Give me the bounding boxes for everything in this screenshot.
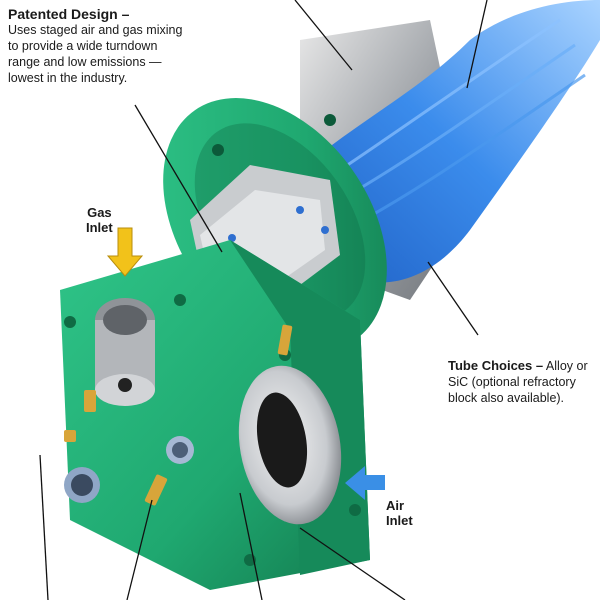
- patented-design-callout: Patented Design – Uses staged air and ga…: [8, 6, 198, 86]
- patented-design-body: Uses staged air and gas mixing to provid…: [8, 22, 198, 86]
- tube-choices-callout: Tube Choices – Alloy or SiC (optional re…: [448, 358, 598, 406]
- tube-choices-title: Tube Choices –: [448, 358, 544, 373]
- tube-choices-line: block also available).: [448, 391, 565, 405]
- patented-design-line: to provide a wide turndown: [8, 39, 158, 53]
- patented-design-line: Uses staged air and gas mixing: [8, 23, 183, 37]
- gas-inlet-label: Gas Inlet: [86, 205, 113, 235]
- patented-design-line: lowest in the industry.: [8, 71, 128, 85]
- leader-line: [294, 0, 353, 71]
- leader-line: [239, 492, 263, 600]
- leader-line: [466, 0, 488, 89]
- leader-line: [39, 454, 49, 600]
- patented-design-line: range and low emissions —: [8, 55, 162, 69]
- leader-line: [126, 499, 153, 600]
- gas-inlet-arrow: [106, 227, 144, 277]
- leader-line: [299, 527, 406, 600]
- tube-choices-line: SiC (optional refractory: [448, 375, 576, 389]
- brass-fitting: [277, 324, 293, 356]
- air-inlet-label: Air Inlet: [386, 498, 413, 528]
- tube-choices-title-tail: Alloy or: [545, 359, 588, 373]
- patented-design-title: Patented Design –: [8, 6, 130, 22]
- leader-line: [427, 261, 479, 336]
- air-inlet-arrow: [345, 466, 385, 500]
- leader-line: [134, 104, 223, 253]
